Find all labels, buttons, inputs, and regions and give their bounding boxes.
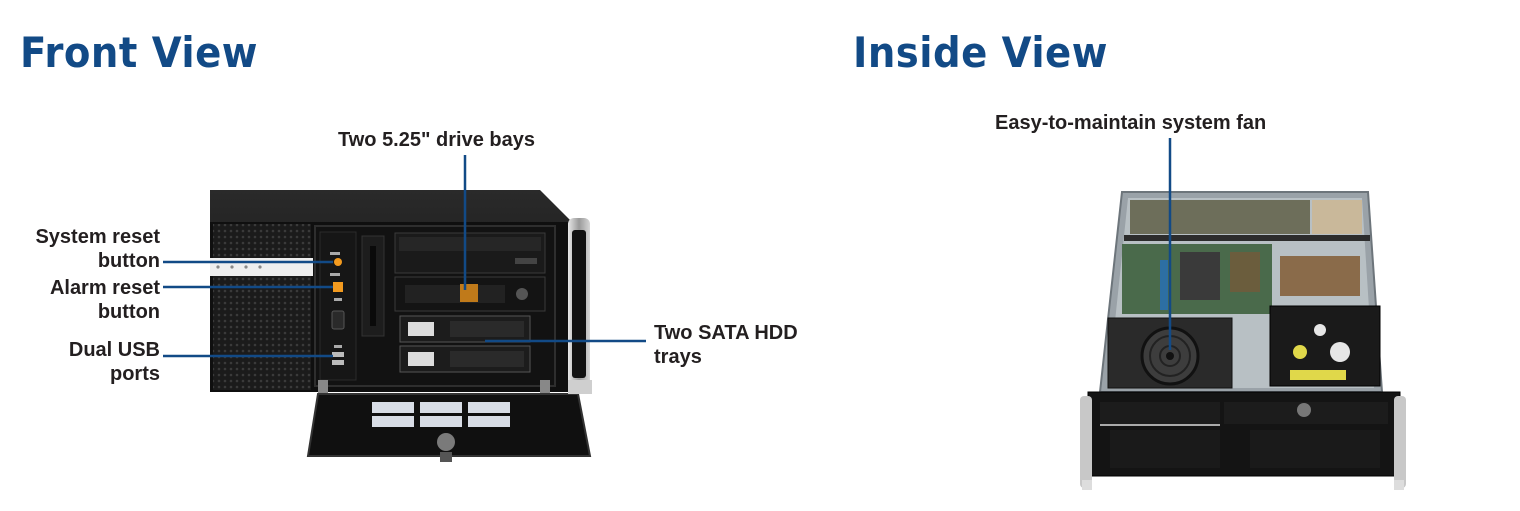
inside-view-title: Inside View: [853, 28, 1108, 77]
callout-usb-ports: Dual USB ports: [68, 339, 160, 385]
front-view-title: Front View: [20, 28, 258, 77]
door-lock: [437, 433, 455, 451]
callout-alarm-reset: Alarm reset button: [49, 277, 160, 323]
system-reset-button: [334, 258, 342, 266]
power-supply-area: [1280, 256, 1360, 296]
usb-port: [332, 352, 344, 357]
front-mesh-panel: [213, 224, 311, 390]
expansion-cards: [1130, 200, 1310, 234]
callout-hdd-trays: Two SATA HDD trays: [654, 322, 798, 368]
callout-system-reset: System reset button: [35, 226, 160, 272]
callout-drive-bays: Two 5.25" drive bays: [338, 129, 535, 151]
usb-port: [332, 360, 344, 365]
power-button: [331, 310, 345, 330]
callout-system-fan: Easy-to-maintain system fan: [995, 112, 1267, 134]
alarm-reset-button: [333, 282, 343, 292]
